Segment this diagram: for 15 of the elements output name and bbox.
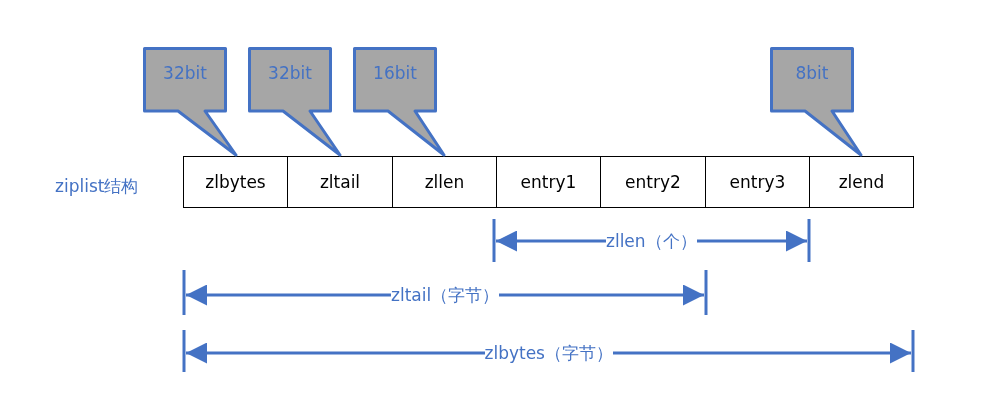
- field-cell: entry2: [600, 156, 706, 208]
- dimension-label: zltail（字节）: [391, 284, 500, 306]
- callout-bubble: 32bit: [143, 47, 238, 157]
- callout-bubble: 32bit: [248, 47, 342, 157]
- field-cell: entry3: [705, 156, 810, 208]
- field-cell: zllen: [392, 156, 497, 208]
- dimension-label: zllen（个）: [606, 230, 697, 252]
- dimension-label: zlbytes（字节）: [484, 342, 613, 364]
- field-cell: zlend: [809, 156, 914, 208]
- field-cell: entry1: [496, 156, 601, 208]
- field-cell: zltail: [287, 156, 393, 208]
- callout-bubble: 16bit: [353, 47, 446, 157]
- field-cell: zlbytes: [183, 156, 288, 208]
- structure-label: ziplist结构: [55, 175, 139, 197]
- callout-bubble: 8bit: [770, 47, 863, 157]
